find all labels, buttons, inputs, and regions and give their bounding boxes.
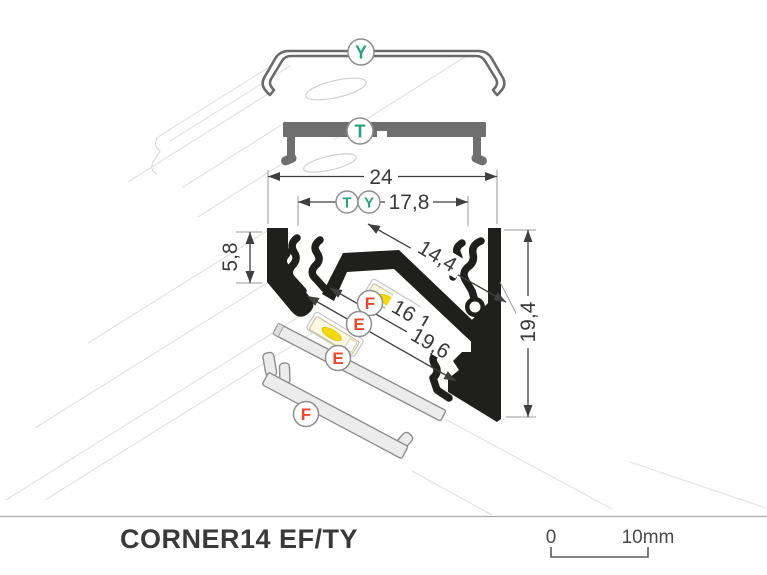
badge-cover-e-mid: E: [345, 310, 373, 338]
footer: CORNER14 EF/TY 0 10mm: [0, 515, 767, 558]
scale-bar: 0 10mm: [546, 527, 675, 558]
dimension-annotations: 24 17,8 14,4 5,8 16,1 19,6: [219, 164, 540, 418]
scale-end-label: 10mm: [622, 527, 675, 548]
badge-cover-f-mid: F: [356, 289, 384, 317]
scale-zero-label: 0: [546, 527, 557, 548]
cover-f-piece: [262, 351, 414, 459]
product-title: CORNER14 EF/TY: [120, 524, 358, 554]
badge-dim-y: Y: [357, 190, 381, 214]
dim-left-arm-height: 5,8: [219, 242, 242, 271]
dim-right-height: 19,4: [517, 301, 540, 342]
cover-t-notch: [377, 131, 387, 138]
badge-dim-y-letter: Y: [364, 195, 374, 212]
badge-cover-y: Y: [347, 38, 375, 66]
badge-cover-t-letter: T: [355, 122, 366, 142]
badge-cover-t: T: [346, 117, 374, 145]
badge-cover-f-bottom-letter: F: [301, 405, 311, 424]
badge-cover-y-letter: Y: [355, 43, 367, 63]
dim-opening-width: 17,8: [389, 191, 430, 214]
screw-hole: [469, 301, 481, 313]
dim-outer-width: 24: [369, 166, 393, 189]
mounting-slot-ovals: [303, 77, 367, 173]
badge-cover-e-strip: E: [324, 344, 352, 372]
badge-dim-t-letter: T: [342, 195, 351, 212]
badge-cover-f-bottom: F: [292, 400, 320, 428]
badge-cover-e-letter: E: [353, 315, 364, 334]
cover-t-cross-section: [281, 122, 487, 166]
badge-dim-t: T: [335, 190, 359, 214]
cover-y-cross-section: [261, 49, 506, 97]
cover-type-badges: Y T T Y F E E F: [292, 38, 384, 428]
scale-bracket: [550, 547, 649, 558]
iso-guide-lines: [5, 56, 767, 516]
badge-cover-f-letter: F: [365, 294, 375, 313]
iso-cut-end: [151, 136, 161, 175]
badge-cover-e-strip-letter: E: [332, 349, 343, 368]
